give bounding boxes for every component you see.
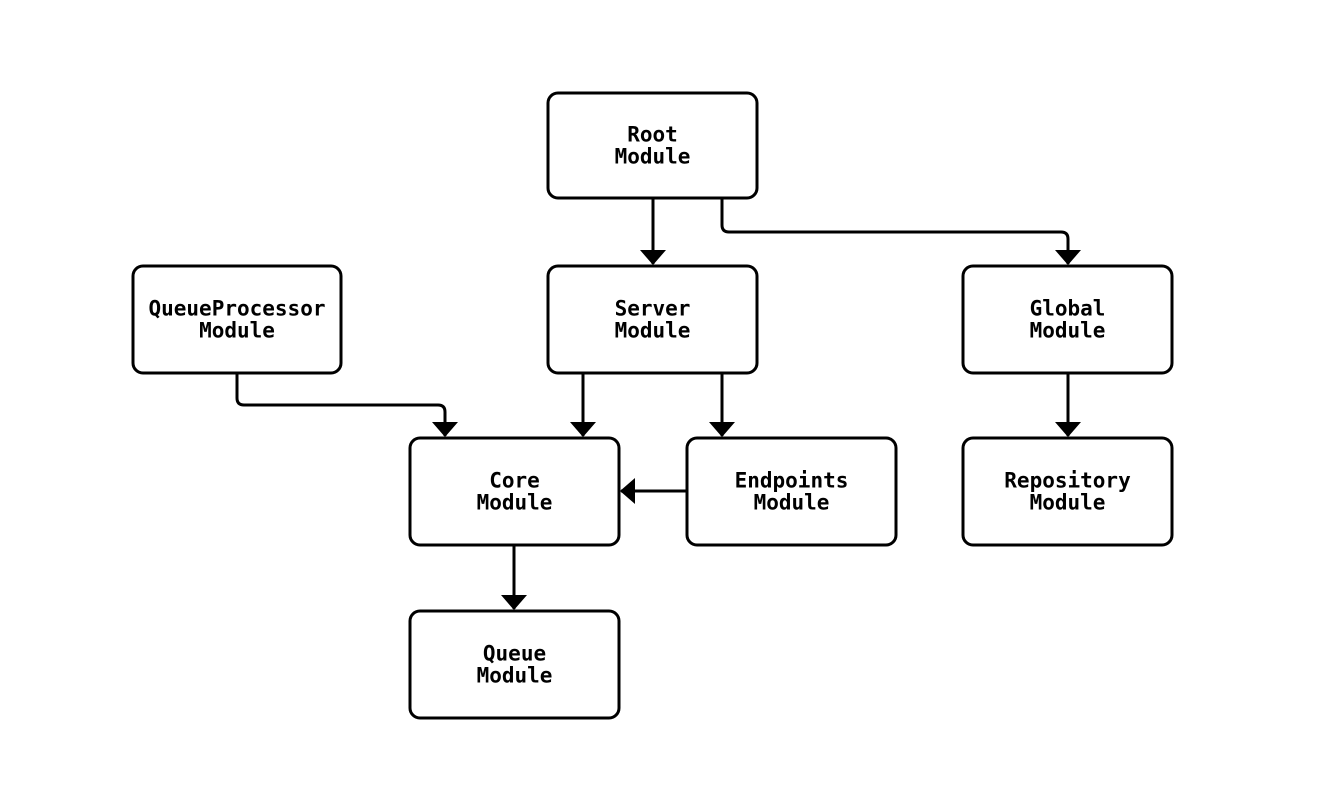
node-label-core-line1: Core <box>489 469 540 493</box>
edges-layer <box>235 198 1081 610</box>
node-box-queue-processor <box>131 264 343 375</box>
node-label-root-line1: Root <box>627 123 678 147</box>
nodes-layer: RootModuleQueueProcessorModuleServerModu… <box>131 91 1174 720</box>
node-label-queue-processor-line1: QueueProcessor <box>148 297 325 321</box>
node-label-queue-line2: Module <box>477 664 553 688</box>
node-label-root-line2: Module <box>615 145 691 169</box>
edge-root-to-global <box>720 198 1081 265</box>
node-label-global-line2: Module <box>1030 319 1106 343</box>
node-label-queue-processor-line2: Module <box>199 319 275 343</box>
node-box-server <box>546 264 759 375</box>
node-box-endpoints <box>685 436 898 547</box>
node-label-endpoints-line2: Module <box>754 491 830 515</box>
node-box-repository <box>961 436 1174 547</box>
node-label-core-line2: Module <box>477 491 553 515</box>
node-box-root <box>546 91 759 200</box>
node-label-repository-line2: Module <box>1030 491 1106 515</box>
node-label-queue-line1: Queue <box>483 642 546 666</box>
node-label-endpoints-line1: Endpoints <box>735 469 849 493</box>
node-label-repository-line1: Repository <box>1004 469 1131 493</box>
node-label-server-line1: Server <box>615 297 691 321</box>
edge-queue-processor-to-core <box>235 373 458 437</box>
node-label-server-line2: Module <box>615 319 691 343</box>
node-label-global-line1: Global <box>1030 297 1106 321</box>
node-box-global <box>961 264 1174 375</box>
node-box-queue <box>408 609 621 720</box>
node-box-core <box>408 436 621 547</box>
